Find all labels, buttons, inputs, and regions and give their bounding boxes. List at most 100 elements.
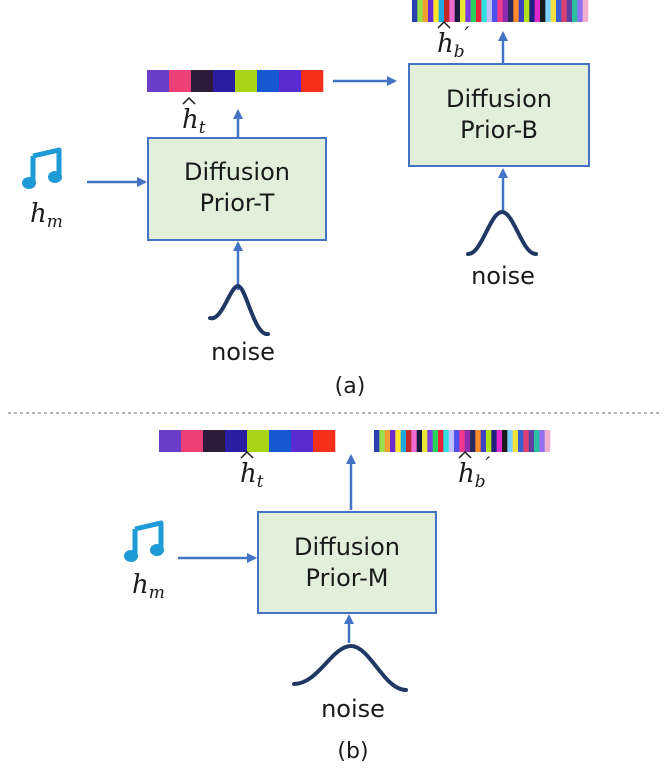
ht-b-cell bbox=[269, 430, 292, 452]
prior-m-line1: Diffusion bbox=[294, 533, 400, 561]
hb-b-cell bbox=[406, 430, 412, 452]
hb-b-cell bbox=[416, 430, 423, 452]
hb-b-cell bbox=[507, 430, 513, 452]
hb-cell bbox=[524, 0, 530, 22]
ht-b-cell bbox=[203, 430, 226, 452]
noise-curve-m bbox=[292, 643, 408, 692]
ht-embedding-strip-b bbox=[159, 430, 336, 452]
hb-hat-prime-label-b: hb′ bbox=[458, 450, 491, 492]
hb-b-cell bbox=[486, 430, 492, 452]
hb-cell bbox=[518, 0, 525, 22]
prior-b-line2: Prior-B bbox=[460, 116, 538, 144]
hb-cell bbox=[566, 0, 573, 22]
hb-b-cell bbox=[459, 430, 465, 452]
hb-cell bbox=[444, 0, 450, 22]
hb-b-cell bbox=[400, 430, 407, 452]
panel-b: ht hb′ hm Diffusion Prior-M noise (b) bbox=[124, 430, 551, 764]
hb-cell bbox=[556, 0, 562, 22]
hb-b-cell bbox=[427, 430, 433, 452]
hb-cell bbox=[550, 0, 557, 22]
hb-cell bbox=[422, 0, 429, 22]
prior-b-line1: Diffusion bbox=[446, 85, 552, 113]
caption-b: (b) bbox=[337, 739, 368, 764]
hb-cell bbox=[529, 0, 535, 22]
hb-b-cell bbox=[539, 430, 545, 452]
music-note-icon-b bbox=[124, 523, 164, 562]
svg-text:hb′: hb′ bbox=[458, 452, 491, 492]
noise-label-b: noise bbox=[471, 262, 535, 290]
hb-embedding-strip bbox=[412, 0, 589, 22]
ht-cell bbox=[235, 70, 258, 92]
hb-cell bbox=[513, 0, 519, 22]
ht-cell bbox=[191, 70, 214, 92]
noise-label-t: noise bbox=[211, 338, 275, 366]
hb-b-cell bbox=[411, 430, 417, 452]
hb-cell bbox=[481, 0, 487, 22]
hb-cell bbox=[454, 0, 461, 22]
noise-label-m: noise bbox=[321, 695, 385, 723]
hb-cell bbox=[486, 0, 493, 22]
hb-b-cell bbox=[438, 430, 444, 452]
ht-cell bbox=[213, 70, 236, 92]
ht-hat-label-b: ht bbox=[240, 450, 264, 492]
hb-cell bbox=[582, 0, 589, 22]
hb-cell bbox=[433, 0, 439, 22]
hb-cell bbox=[508, 0, 514, 22]
ht-b-cell bbox=[291, 430, 314, 452]
ht-b-cell bbox=[225, 430, 248, 452]
music-note-icon bbox=[22, 150, 62, 189]
hb-b-cell bbox=[544, 430, 551, 452]
hb-b-cell bbox=[454, 430, 460, 452]
ht-cell bbox=[279, 70, 302, 92]
hb-b-cell bbox=[523, 430, 529, 452]
ht-b-cell bbox=[313, 430, 336, 452]
hb-b-cell bbox=[390, 430, 396, 452]
hb-cell bbox=[476, 0, 482, 22]
hb-cell bbox=[540, 0, 546, 22]
ht-embedding-strip bbox=[147, 70, 324, 92]
hb-cell bbox=[412, 0, 418, 22]
hb-b-cell bbox=[464, 430, 471, 452]
ht-b-cell bbox=[181, 430, 204, 452]
svg-text:ht: ht bbox=[240, 459, 264, 492]
hb-b-cell bbox=[534, 430, 540, 452]
hb-b-cell bbox=[432, 430, 439, 452]
hb-b-cell bbox=[395, 430, 401, 452]
noise-curve-t bbox=[208, 283, 270, 336]
hb-cell bbox=[572, 0, 578, 22]
ht-b-cell bbox=[159, 430, 182, 452]
panel-a: hm Diffusion Prior-T ht Diffusion Prior-… bbox=[22, 0, 590, 399]
prior-t-line2: Prior-T bbox=[200, 189, 275, 217]
hb-cell bbox=[577, 0, 583, 22]
hb-b-cell bbox=[512, 430, 519, 452]
hb-b-cell bbox=[470, 430, 476, 452]
ht-b-cell bbox=[247, 430, 270, 452]
hb-b-cell bbox=[422, 430, 428, 452]
hb-b-cell bbox=[379, 430, 385, 452]
hb-b-cell bbox=[448, 430, 455, 452]
hb-b-cell bbox=[374, 430, 380, 452]
hb-cell bbox=[460, 0, 466, 22]
ht-cell bbox=[257, 70, 280, 92]
hb-cell bbox=[438, 0, 445, 22]
ht-cell bbox=[147, 70, 170, 92]
hb-cell bbox=[428, 0, 434, 22]
hb-b-cell bbox=[528, 430, 535, 452]
noise-curve-b bbox=[466, 209, 538, 256]
hb-cell bbox=[492, 0, 498, 22]
hb-cell bbox=[417, 0, 423, 22]
diffusion-prior-b-box bbox=[408, 63, 590, 167]
hb-cell bbox=[561, 0, 567, 22]
hb-b-cell bbox=[384, 430, 391, 452]
diffusion-prior-m-box bbox=[257, 511, 437, 614]
hb-cell bbox=[497, 0, 503, 22]
ht-cell bbox=[169, 70, 192, 92]
caption-a: (a) bbox=[335, 374, 366, 399]
ht-cell bbox=[301, 70, 324, 92]
hb-cell bbox=[534, 0, 541, 22]
prior-t-line1: Diffusion bbox=[184, 158, 290, 186]
prior-m-line2: Prior-M bbox=[306, 564, 389, 592]
diffusion-prior-t-box bbox=[147, 137, 327, 241]
svg-text:ht: ht bbox=[182, 105, 206, 138]
h-m-label-b: hm bbox=[132, 570, 165, 603]
